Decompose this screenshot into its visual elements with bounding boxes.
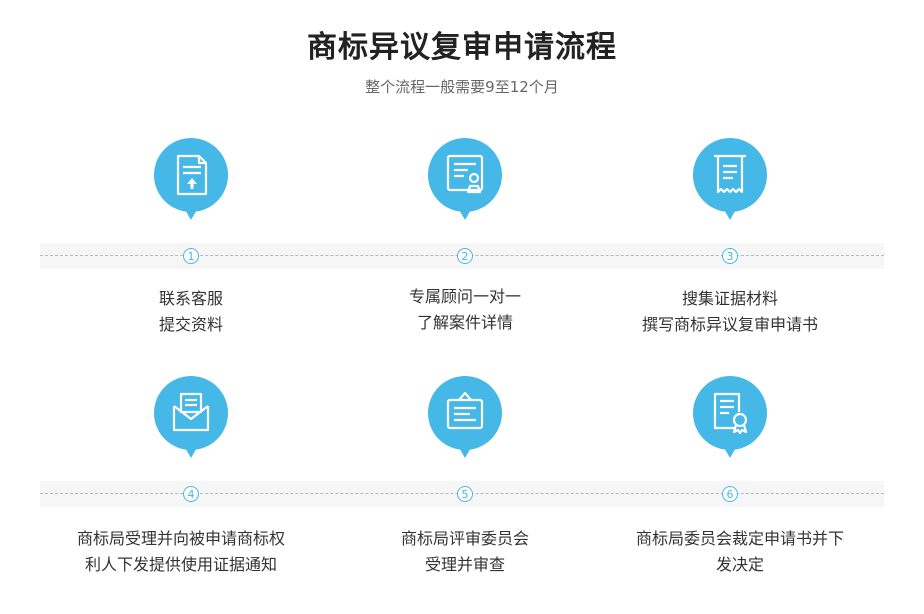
step-4-line-1: 商标局受理并向被申请商标权 [76,529,285,548]
step-5-number: 5 [457,486,473,502]
step-6-text: 商标局委员会裁定申请书并下 发决定 [600,526,880,578]
step-4-line-2: 利人下发提供使用证据通知 [84,555,277,574]
step-5-line-2: 受理并审查 [424,555,505,574]
step-1-line-2: 提交资料 [158,315,223,334]
award-document-icon [692,376,767,458]
certificate-stamp-icon [427,138,502,220]
step-3-text: 搜集证据材料 撰写商标异议复审申请书 [590,286,870,338]
receipt-icon [692,138,767,220]
step-4-number: 4 [183,486,199,502]
mail-envelope-icon [153,376,228,458]
step-2-line-2: 了解案件详情 [416,313,513,332]
step-1-pin [150,134,232,226]
step-3-line-1: 搜集证据材料 [681,289,778,308]
step-1-number: 1 [183,248,199,264]
step-6-line-2: 发决定 [715,555,764,574]
step-6-line-1: 商标局委员会裁定申请书并下 [635,529,844,548]
step-3-line-2: 撰写商标异议复审申请书 [641,315,818,334]
step-2-line-1: 专属顾问一对一 [408,287,521,306]
step-5-text: 商标局评审委员会 受理并审查 [325,526,605,578]
upload-document-icon [153,138,228,220]
step-5-line-1: 商标局评审委员会 [400,529,529,548]
step-6-pin [689,372,771,464]
step-3-pin [689,134,771,226]
page-title: 商标异议复审申请流程 [307,30,617,65]
notice-board-icon [427,376,502,458]
timeline-band-1: 1 2 3 [40,243,884,269]
step-3-number: 3 [722,248,738,264]
step-6-number: 6 [722,486,738,502]
page-subtitle: 整个流程一般需要9至12个月 [365,78,559,96]
step-4-pin [150,372,232,464]
step-1-text: 联系客服 提交资料 [51,286,331,338]
step-2-pin [424,134,506,226]
step-2-number: 2 [457,248,473,264]
step-5-pin [424,372,506,464]
timeline-band-2: 4 5 6 [40,481,884,507]
step-4-text: 商标局受理并向被申请商标权 利人下发提供使用证据通知 [41,526,321,578]
step-2-text: 专属顾问一对一 了解案件详情 [325,284,605,336]
step-1-line-1: 联系客服 [158,289,223,308]
